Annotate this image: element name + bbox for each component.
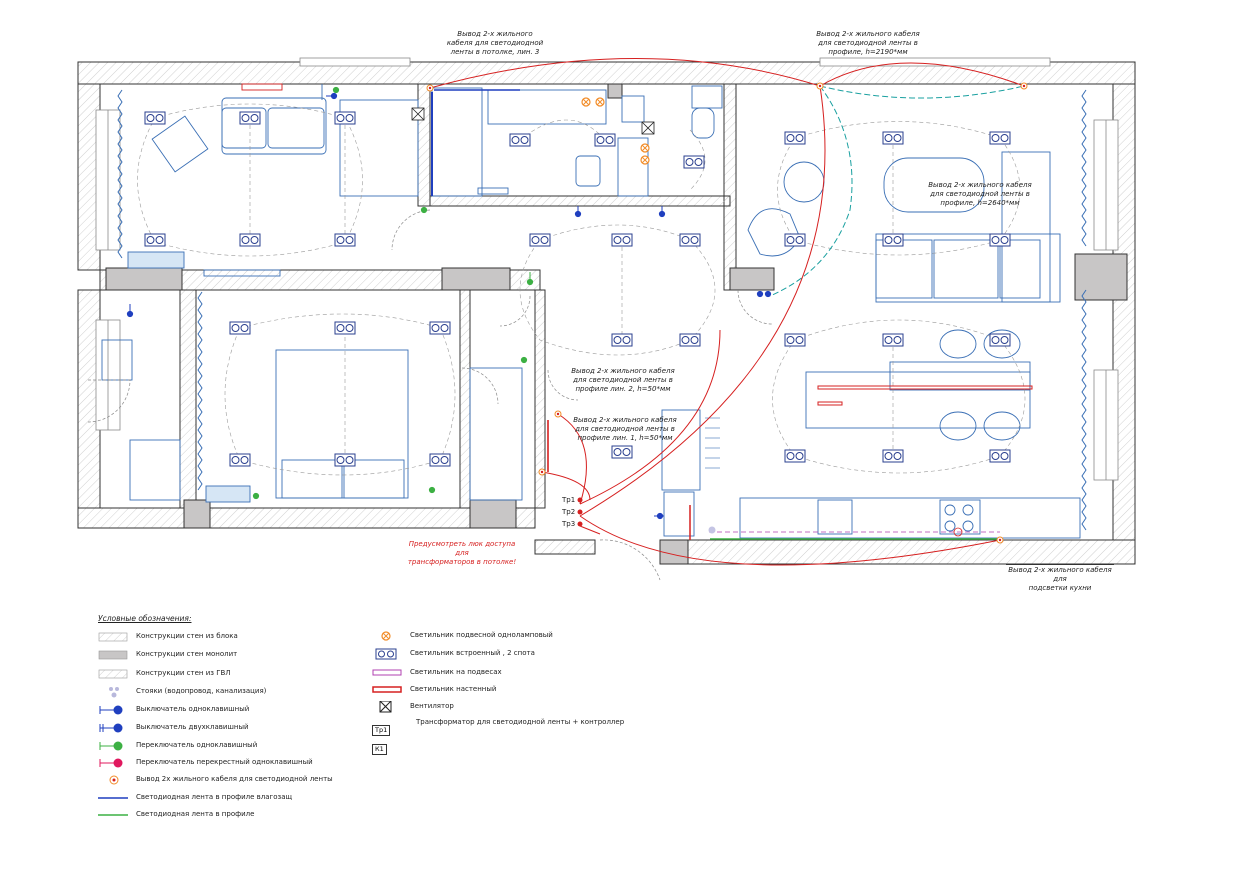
furniture <box>101 83 1081 539</box>
transformer-label-1: Тр1 <box>562 496 576 504</box>
suspended-lamps <box>689 385 1033 540</box>
curtains <box>117 89 1087 531</box>
note-profile-line2: Вывод 2-х жильного кабеля для светодиодн… <box>571 367 675 393</box>
hatch-block-icon <box>98 632 128 642</box>
transformer-icon: Тр1К1 <box>372 717 408 755</box>
solid-grey-icon <box>98 650 128 660</box>
note-profile-2640: Вывод 2-х жильного кабеля для светодиодн… <box>928 181 1032 207</box>
cable-routes <box>429 58 1025 566</box>
cyan-arc <box>769 85 853 297</box>
note-access-hatch: Предусмотреть люк доступа для трансформа… <box>407 540 517 566</box>
blue-line-icon <box>98 797 128 799</box>
transformer-label-3: Тр3 <box>562 520 576 528</box>
walls-block <box>77 61 1136 565</box>
pendant-lamp-icon <box>381 631 391 641</box>
recessed-spot-icon <box>375 648 397 660</box>
transformer-label-2: Тр2 <box>562 508 576 516</box>
green-line-icon <box>98 814 128 816</box>
pendant-lamps <box>581 97 650 165</box>
note-kitchen: Вывод 2-х жильного кабеля для подсветки … <box>1006 564 1114 593</box>
riser-icon <box>109 687 119 698</box>
hatch-gvl-icon <box>98 669 128 679</box>
fan-icon <box>379 701 392 713</box>
changeover-switch-icon <box>99 741 123 751</box>
note-profile-2190: Вывод 2-х жильного кабеля для светодиодн… <box>816 30 920 56</box>
note-ceiling-line3: Вывод 2-х жильного кабеля для светодиодн… <box>446 30 544 56</box>
wall-lamp-icon <box>372 686 402 693</box>
cable-outlets <box>426 82 1028 544</box>
walls-monolith <box>105 83 1128 565</box>
cable-outlet-icon <box>109 775 119 785</box>
legend-title: Условные обозначения: <box>98 614 192 623</box>
switch-double-icon <box>99 723 123 733</box>
suspended-lamp-icon <box>372 669 402 676</box>
switches <box>126 86 772 534</box>
note-profile-line1: Вывод 2-х жильного кабеля для светодиодн… <box>573 416 677 442</box>
hallway-lines <box>705 417 720 469</box>
cross-switch-icon <box>99 758 123 768</box>
led-strips <box>434 89 1000 540</box>
switch-single-icon <box>99 705 123 715</box>
fans <box>411 107 655 135</box>
